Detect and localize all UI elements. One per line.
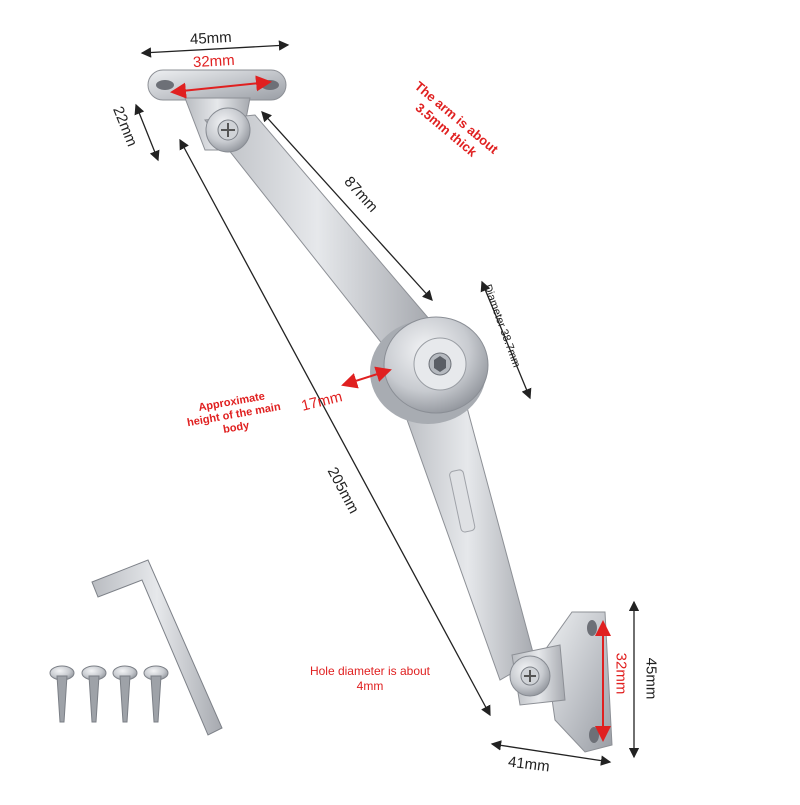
bottom-height-label: 45mm [642,657,660,700]
top-pivot-screw [205,107,251,153]
screw-icon [81,665,107,723]
hole-diameter-note: Hole diameter is about 4mm [309,664,431,693]
lower-arm [399,399,536,681]
bottom-pivot-screw [509,655,551,697]
bottom-hole-spacing-label: 32mm [612,652,630,695]
top-width-label: 45mm [189,28,233,49]
top-hole-spacing-label: 32mm [192,51,236,72]
screw-icon [49,665,75,723]
screw-set [49,665,169,723]
upper-arm [204,114,431,361]
allen-key-icon [91,559,223,736]
screw-icon [112,665,138,723]
screw-icon [143,665,169,723]
dimension-lines [134,40,640,766]
